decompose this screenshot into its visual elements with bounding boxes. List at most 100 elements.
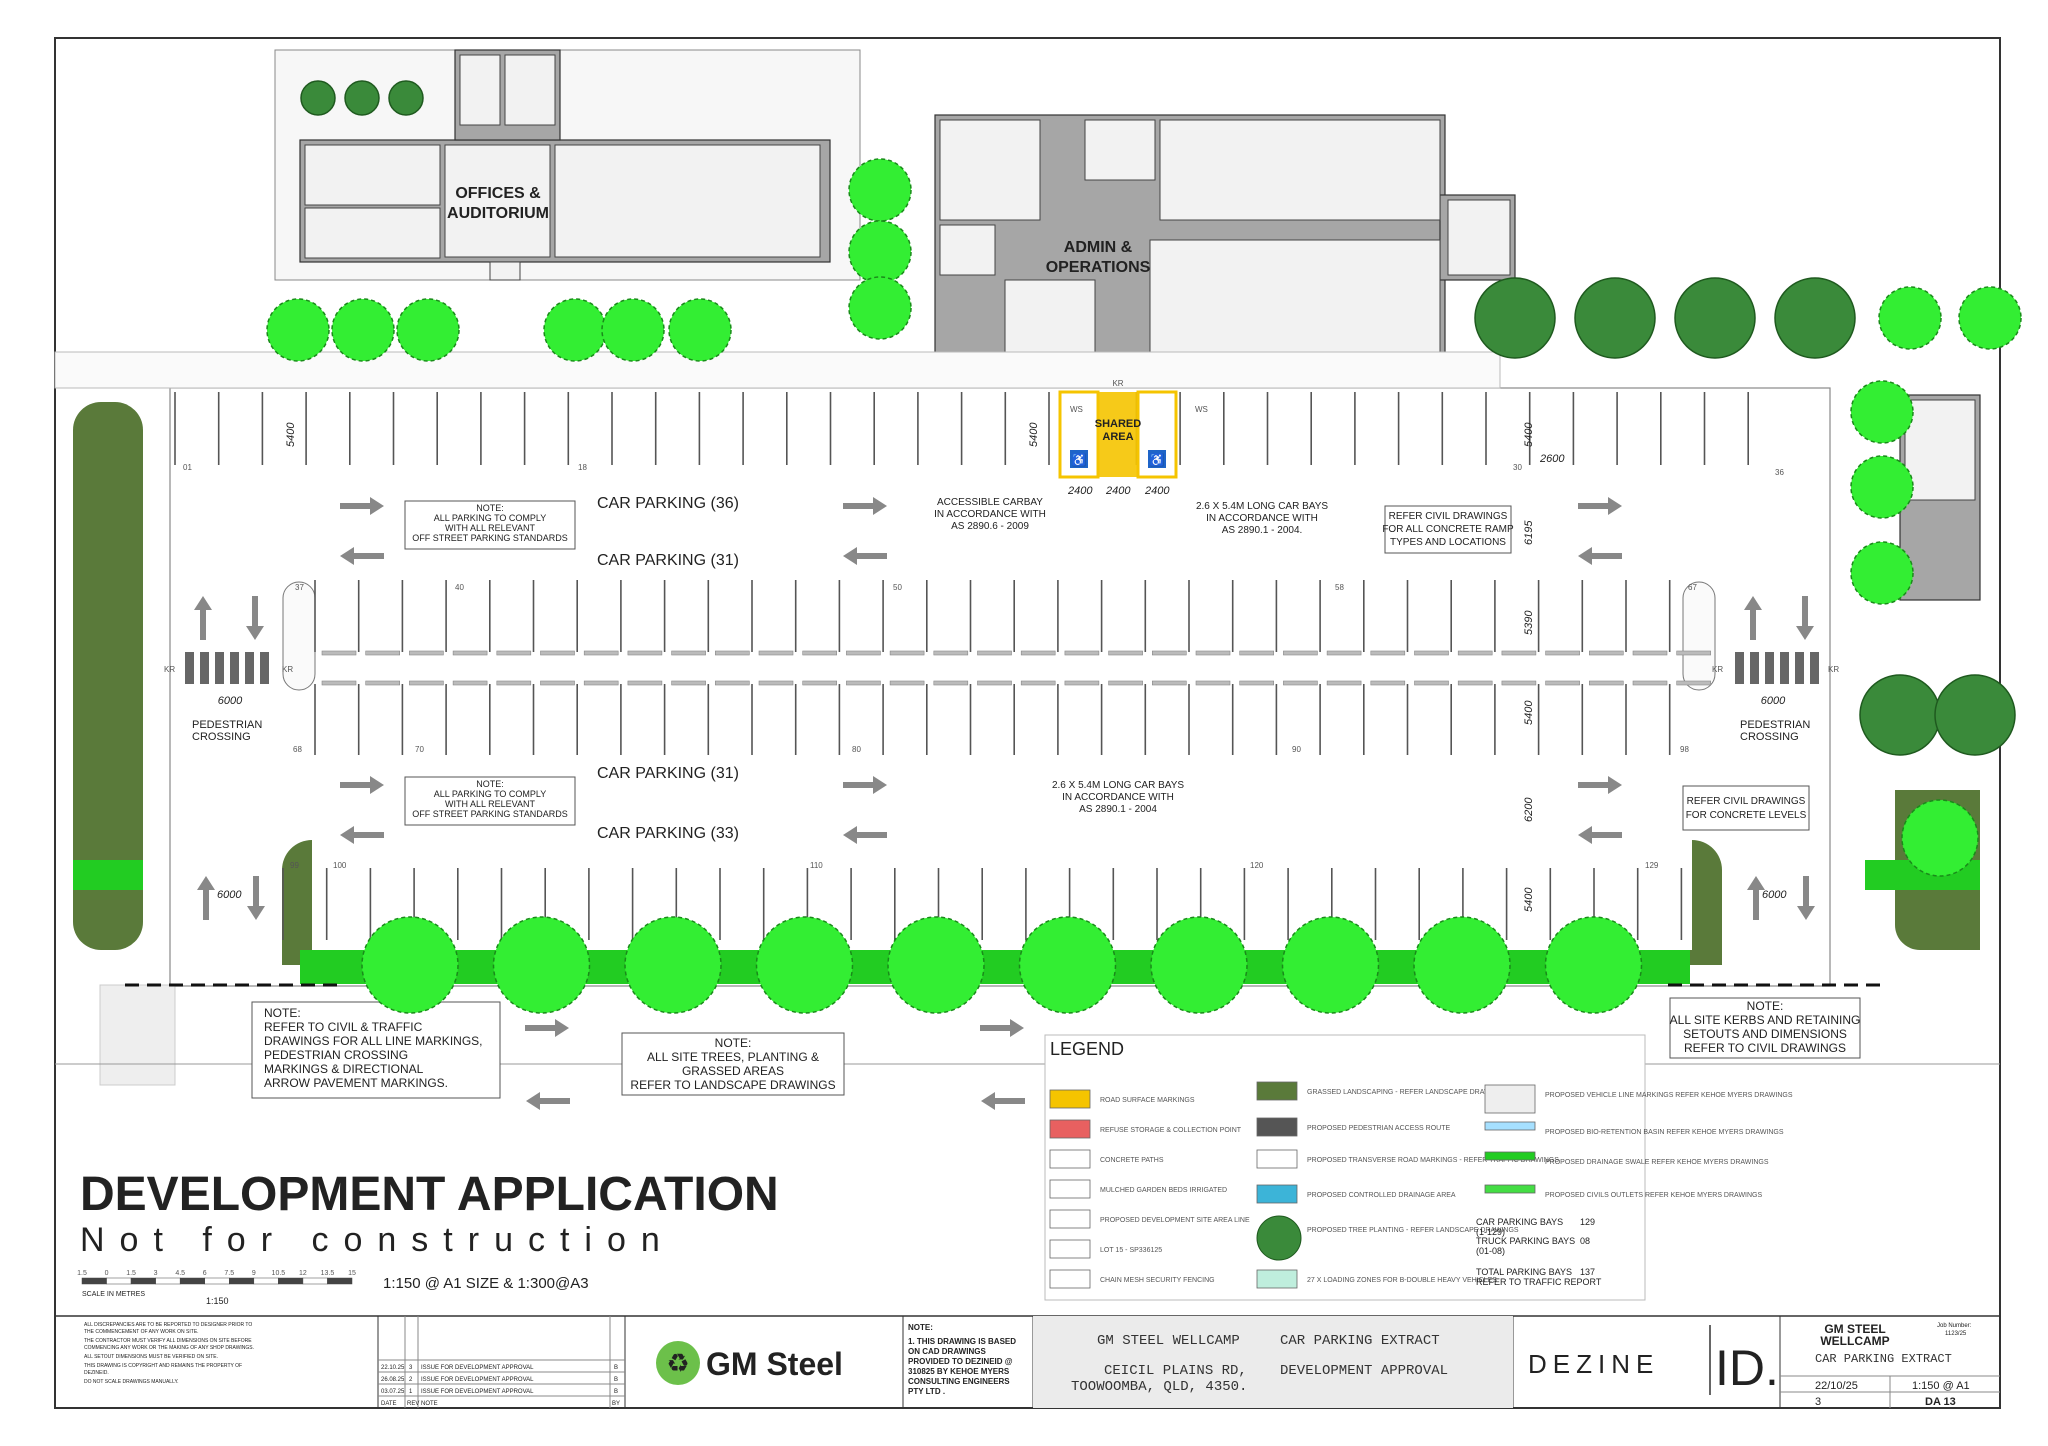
svg-text:THE COMMENCEMENT OF ANY WORK O: THE COMMENCEMENT OF ANY WORK ON SITE. bbox=[84, 1329, 199, 1335]
legend-item-label: MULCHED GARDEN BEDS IRRIGATED bbox=[1100, 1187, 1227, 1194]
svg-text:FOR CONCRETE LEVELS: FOR CONCRETE LEVELS bbox=[1686, 810, 1807, 821]
arrow-right-icon bbox=[525, 1019, 569, 1037]
tree-icon bbox=[848, 158, 912, 222]
legend-item-label: ROAD SURFACE MARKINGS bbox=[1100, 1097, 1195, 1104]
median-marking bbox=[933, 680, 969, 686]
tree-icon bbox=[331, 298, 395, 362]
scale-segment bbox=[278, 1277, 304, 1285]
dimension-label: 6195 bbox=[1523, 520, 1535, 545]
svg-text:(1-129): (1-129) bbox=[1476, 1227, 1505, 1237]
svg-text:22/10/25: 22/10/25 bbox=[1815, 1380, 1858, 1392]
median-marking bbox=[846, 680, 881, 686]
dimension-label: 2400 bbox=[1067, 485, 1093, 497]
tree-icon bbox=[848, 276, 912, 340]
legend-swatch bbox=[1256, 1184, 1298, 1204]
bay-number: 67 bbox=[1688, 583, 1697, 592]
median-marking bbox=[583, 680, 619, 686]
svg-text:IN ACCORDANCE WITH: IN ACCORDANCE WITH bbox=[1062, 792, 1174, 803]
svg-text:1123/25: 1123/25 bbox=[1945, 1331, 1967, 1337]
concrete-levels-note: REFER CIVIL DRAWINGS FOR CONCRETE LEVELS bbox=[1682, 785, 1810, 831]
dimension-label: 5400 bbox=[1523, 887, 1535, 912]
development-application-title: DEVELOPMENT APPLICATION bbox=[80, 1168, 779, 1221]
median-marking bbox=[1020, 650, 1056, 656]
legend-swatch bbox=[1049, 1119, 1091, 1139]
shared-area-label: AREA bbox=[1102, 431, 1133, 443]
legend-item-label: LOT 15 - SP336125 bbox=[1100, 1247, 1162, 1254]
offices-label: OFFICES & bbox=[455, 185, 541, 202]
median-marking bbox=[1501, 680, 1537, 686]
svg-text:REV: REV bbox=[407, 1401, 419, 1407]
legend-item-label: GRASSED LANDSCAPING - REFER LANDSCAPE DR… bbox=[1307, 1089, 1508, 1096]
median-marking bbox=[714, 680, 750, 686]
svg-text:2.6 X 5.4M LONG CAR BAYS: 2.6 X 5.4M LONG CAR BAYS bbox=[1196, 501, 1328, 512]
arrow-down-icon bbox=[1796, 596, 1814, 640]
legend-swatch bbox=[1049, 1209, 1091, 1229]
tree-icon bbox=[344, 80, 380, 116]
bay-number: 110 bbox=[810, 861, 823, 870]
svg-text:NOTE:: NOTE: bbox=[1747, 999, 1784, 1013]
shared-area-label: SHARED bbox=[1095, 418, 1142, 430]
legend-swatch bbox=[1484, 1184, 1536, 1194]
parking-row-label: CAR PARKING (33) bbox=[597, 825, 739, 842]
bay-number: 30 bbox=[1513, 463, 1522, 472]
tree-icon bbox=[1674, 277, 1756, 359]
svg-text:2.6 X 5.4M LONG CAR BAYS: 2.6 X 5.4M LONG CAR BAYS bbox=[1052, 780, 1184, 791]
median-marking bbox=[889, 650, 925, 656]
legend-item-label: CHAIN MESH SECURITY FENCING bbox=[1100, 1277, 1215, 1284]
svg-text:NOTE:: NOTE: bbox=[908, 1323, 933, 1332]
legend-item-label: PROPOSED CIVILS OUTLETS REFER KEHOE MYER… bbox=[1545, 1192, 1762, 1199]
legend-swatch bbox=[1049, 1239, 1091, 1259]
line-markings-note: NOTE: REFER TO CIVIL & TRAFFIC DRAWINGS … bbox=[251, 1001, 501, 1099]
bay-number: 129 bbox=[1645, 861, 1659, 870]
dimension-label: 5390 bbox=[1523, 610, 1535, 635]
adjacent-building bbox=[1899, 394, 1981, 601]
legend-swatch bbox=[1049, 1089, 1091, 1109]
bay-number: 50 bbox=[893, 583, 902, 592]
legend-item-label: PROPOSED TRANSVERSE ROAD MARKINGS - REFE… bbox=[1307, 1157, 1559, 1164]
svg-text:WITH ALL RELEVANT: WITH ALL RELEVANT bbox=[445, 799, 536, 809]
project-info: GM STEEL WELLCAMP CEICIL PLAINS RD, TOOW… bbox=[1071, 1333, 1448, 1395]
legend-swatch bbox=[1049, 1179, 1091, 1199]
client-name: GM Steel bbox=[706, 1346, 843, 1382]
dimension-label: 5400 bbox=[285, 422, 297, 447]
dimension-label: 2600 bbox=[1539, 453, 1565, 465]
svg-text:26.08.25: 26.08.25 bbox=[381, 1377, 405, 1383]
dimension-label: 5400 bbox=[1028, 422, 1040, 447]
dimension-label: 6200 bbox=[1523, 797, 1535, 822]
trees bbox=[266, 80, 2022, 1014]
svg-text:DEVELOPMENT APPROVAL: DEVELOPMENT APPROVAL bbox=[1280, 1363, 1448, 1379]
svg-text:CAR PARKING EXTRACT: CAR PARKING EXTRACT bbox=[1280, 1333, 1440, 1349]
legend-swatch bbox=[1256, 1117, 1298, 1137]
legend-swatch bbox=[1484, 1084, 1536, 1114]
recycle-icon bbox=[656, 1341, 700, 1385]
cad-note: NOTE: 1. THIS DRAWING IS BASED ON CAD DR… bbox=[908, 1323, 1016, 1396]
median-marking bbox=[1195, 680, 1231, 686]
svg-text:03.07.25: 03.07.25 bbox=[381, 1389, 405, 1395]
median-marking bbox=[1195, 650, 1231, 656]
arrow-left-icon bbox=[526, 1092, 570, 1110]
median-marking bbox=[671, 680, 706, 686]
title-block bbox=[55, 1315, 2000, 1408]
admin-label: OPERATIONS bbox=[1046, 259, 1151, 276]
tree-icon bbox=[1018, 916, 1117, 1014]
scale-segment bbox=[302, 1277, 328, 1285]
svg-text:IN ACCORDANCE WITH: IN ACCORDANCE WITH bbox=[1206, 513, 1318, 524]
median-marking bbox=[846, 650, 881, 656]
median-marking bbox=[365, 680, 401, 686]
svg-text:ALL DISCREPANCIES ARE TO BE RE: ALL DISCREPANCIES ARE TO BE REPORTED TO … bbox=[84, 1322, 252, 1328]
arrow-right-icon bbox=[340, 497, 384, 515]
scale-segment bbox=[155, 1277, 181, 1285]
ws-label: WS bbox=[1070, 405, 1083, 414]
crossing-width-dim: 6000 bbox=[218, 695, 243, 707]
svg-text:3: 3 bbox=[1815, 1396, 1821, 1408]
tree-icon bbox=[1574, 277, 1656, 359]
tree-icon bbox=[388, 80, 424, 116]
offices-auditorium-building bbox=[274, 49, 861, 281]
ws-label: WS bbox=[1195, 405, 1208, 414]
median-marking bbox=[1545, 680, 1580, 686]
tree-icon bbox=[1413, 916, 1511, 1014]
kerbs-note: NOTE: ALL SITE KERBS AND RETAINING SETOU… bbox=[1669, 997, 1861, 1059]
offices-label: AUDITORIUM bbox=[447, 205, 549, 222]
